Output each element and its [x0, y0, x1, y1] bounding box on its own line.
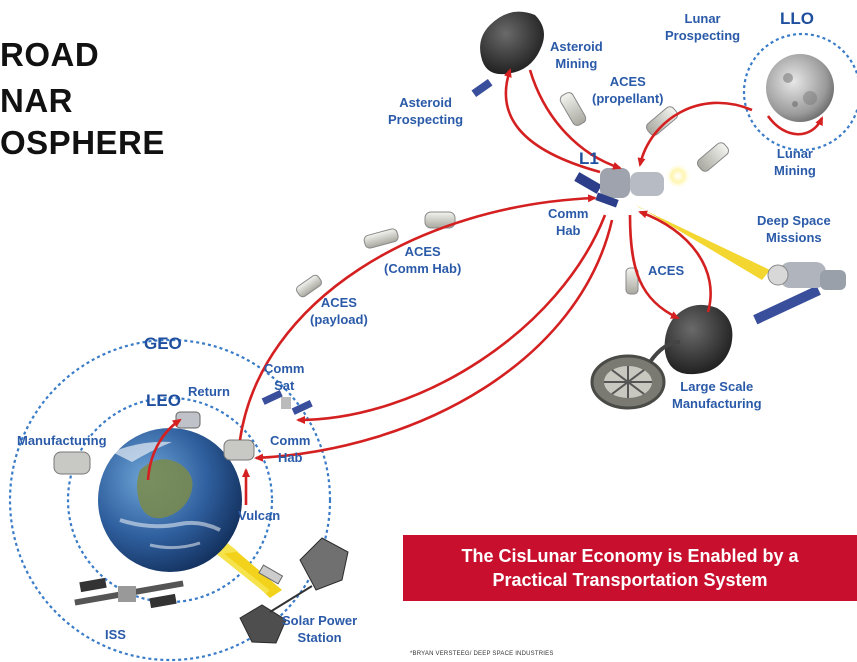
solar-power-station-icon: [239, 537, 349, 644]
earth-icon: [98, 428, 242, 572]
aces-tank-icon: [559, 92, 587, 126]
l1-station-icon: [574, 163, 691, 208]
title-line-3: OSPHERE: [0, 124, 165, 161]
arrow-manufacturing-to-l1: [638, 210, 712, 313]
moon-icon: [766, 54, 834, 122]
vulcan-label: Vulcan: [238, 508, 281, 523]
arrow-l1-to-asteroid: [503, 68, 601, 174]
comm-hab-leo-icon: [223, 439, 255, 461]
aces-propellant-label: ACES (propellant): [592, 74, 664, 106]
iss-icon: [74, 577, 184, 609]
comm-hab-leo-label: Comm Hab: [270, 433, 311, 465]
cislunar-economy-banner: The CisLunar Economy is Enabled by a Pra…: [403, 535, 857, 601]
deep-space-laser-beam: [636, 205, 770, 280]
arrow-asteroid-to-l1: [528, 69, 622, 170]
arrow-leo-to-l1: [238, 194, 597, 441]
geo-label: GEO: [144, 334, 182, 353]
asteroid-mining-icon: [480, 11, 544, 75]
geo-orbit: [8, 338, 332, 662]
aces-label: ACES: [648, 263, 685, 278]
asteroid-mining-label: Asteroid Mining: [550, 39, 603, 71]
near-earth-hardware: [53, 390, 349, 644]
banner-line-2: Practical Transportation System: [492, 570, 768, 590]
leo-orbit: [66, 396, 274, 604]
llo-orbit: [742, 32, 857, 152]
aces-vehicles: [295, 78, 729, 298]
solar-power-station-label: Solar Power Station: [282, 613, 358, 645]
vulcan-launcher-icon: [258, 564, 284, 585]
deep-space-station-icon: [753, 262, 846, 325]
deep-space-missions-label: Deep Space Missions: [757, 213, 831, 245]
lunar-mining-label: Lunar Mining: [774, 146, 816, 178]
comm-hab-l1-label: Comm Hab: [548, 206, 589, 238]
arrow-l1-to-comm-sat: [296, 214, 607, 424]
aces-payload-label: ACES (payload): [310, 295, 368, 327]
aces-tank-icon: [363, 228, 399, 249]
lunar-prospecting-label: Lunar Prospecting: [665, 11, 741, 43]
manufacturing-label: Manufacturing: [17, 433, 107, 448]
aces-tank-icon: [697, 142, 729, 172]
banner-line-1: The CisLunar Economy is Enabled by a: [461, 546, 799, 566]
arrow-llo-to-l1: [637, 101, 753, 167]
transport-arrows: [146, 68, 824, 505]
return-label: Return: [188, 384, 230, 399]
iss-label: ISS: [105, 627, 126, 642]
title-line-2: NAR: [0, 82, 73, 119]
manufacturing-wheel-icon: [590, 340, 681, 410]
aces-tank-icon: [646, 106, 678, 136]
orbits: [8, 32, 857, 662]
leo-label: LEO: [146, 391, 181, 410]
l1-label: L1: [579, 149, 599, 168]
aces-tank-icon: [625, 267, 639, 295]
large-scale-manufacturing-label: Large Scale Manufacturing: [672, 379, 762, 411]
aces-tank-icon: [295, 274, 323, 298]
asteroid-prospecting-label: Asteroid Prospecting: [388, 95, 464, 127]
arrow-l1-to-manufacturing: [628, 214, 680, 320]
comm-sat-label: Comm Sat: [264, 361, 305, 393]
comm-sat-icon: [261, 390, 313, 415]
aces-comm-hab-label: ACES (Comm Hab): [384, 244, 462, 276]
arrow-llo-lunar-loop: [766, 115, 824, 136]
arrow-earth-to-return: [146, 418, 182, 481]
manufacturing-module-icon: [53, 451, 91, 475]
llo-label: LLO: [780, 9, 814, 28]
title-line-1: ROAD: [0, 36, 100, 73]
image-credit: *BRYAN VERSTEEG/ DEEP SPACE INDUSTRIES: [410, 651, 554, 657]
asteroid-probe-icon: [471, 78, 493, 98]
large-scale-manufacturing-asteroid-icon: [664, 304, 733, 375]
arrow-l1-to-comm-hab: [254, 219, 614, 462]
